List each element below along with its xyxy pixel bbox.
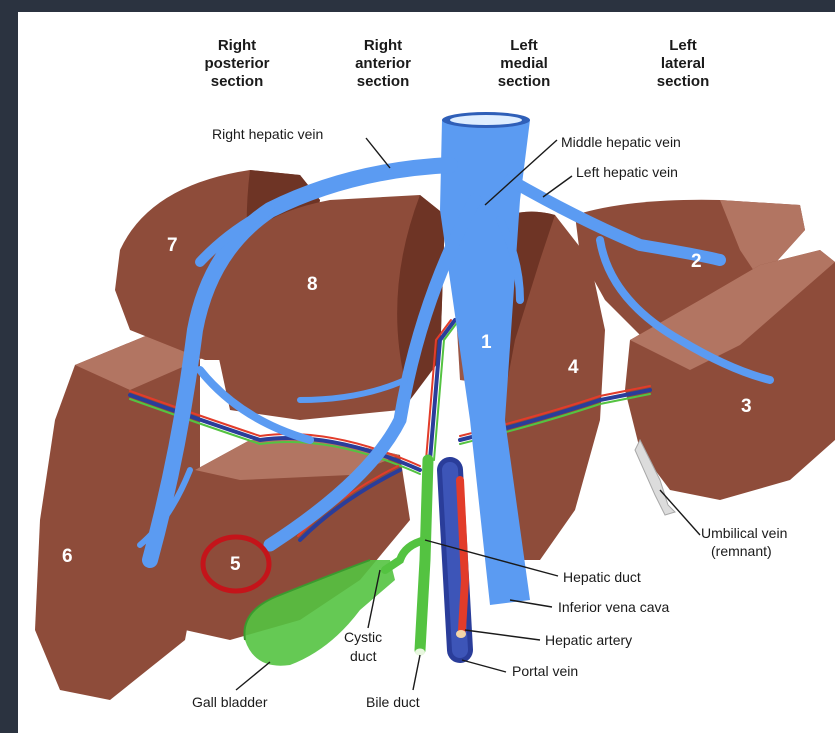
- header-left-medial-1: Left: [510, 37, 538, 54]
- header-right-anterior-2: anterior: [355, 55, 411, 72]
- header-right-posterior-1: Right: [218, 37, 256, 54]
- label-right-hepatic-vein: Right hepatic vein: [212, 126, 323, 142]
- header-left-lateral-2: lateral: [661, 55, 705, 72]
- label-hepatic-duct: Hepatic duct: [563, 569, 641, 585]
- segment-number-3: 3: [741, 396, 752, 417]
- label-inferior-vena-cava: Inferior vena cava: [558, 599, 669, 615]
- header-left-medial-3: section: [498, 73, 551, 90]
- header-left-lateral-1: Left: [669, 37, 697, 54]
- label-portal-vein: Portal vein: [512, 663, 578, 679]
- header-right-anterior-1: Right: [364, 37, 402, 54]
- segment-number-1: 1: [481, 332, 492, 353]
- label-cystic-duct-2: duct: [350, 648, 377, 664]
- label-middle-hepatic-vein: Middle hepatic vein: [561, 134, 681, 150]
- label-bile-duct: Bile duct: [366, 694, 420, 710]
- segment-number-7: 7: [167, 235, 178, 256]
- segment-number-5: 5: [230, 554, 241, 575]
- hepatic-artery-shape: [460, 480, 465, 630]
- bile-duct-shape: [420, 460, 428, 650]
- label-hepatic-artery: Hepatic artery: [545, 632, 632, 648]
- cystic-duct-shape: [385, 540, 425, 570]
- segment-number-4: 4: [568, 357, 579, 378]
- header-right-posterior-2: posterior: [204, 55, 269, 72]
- label-umbilical-vein-1: Umbilical vein: [701, 525, 787, 541]
- label-gall-bladder: Gall bladder: [192, 694, 268, 710]
- diagram-panel: 7 8 1 4 2 3 6 5 Right posterior section …: [18, 12, 835, 733]
- label-left-hepatic-vein: Left hepatic vein: [576, 164, 678, 180]
- segment-number-2: 2: [691, 251, 702, 272]
- header-left-lateral-3: section: [657, 73, 710, 90]
- segment-number-8: 8: [307, 274, 318, 295]
- label-umbilical-vein-2: (remnant): [711, 543, 772, 559]
- liver-segments-diagram: 7 8 1 4 2 3 6 5 Right posterior section …: [18, 12, 835, 733]
- header-right-posterior-3: section: [211, 73, 264, 90]
- section-headers: Right posterior section Right anterior s…: [204, 37, 709, 90]
- label-cystic-duct-1: Cystic: [344, 629, 382, 645]
- header-left-medial-2: medial: [500, 55, 548, 72]
- liver-lobes: [35, 170, 835, 700]
- segment-number-6: 6: [62, 546, 73, 567]
- liver-segment-6: [35, 330, 200, 700]
- header-right-anterior-3: section: [357, 73, 410, 90]
